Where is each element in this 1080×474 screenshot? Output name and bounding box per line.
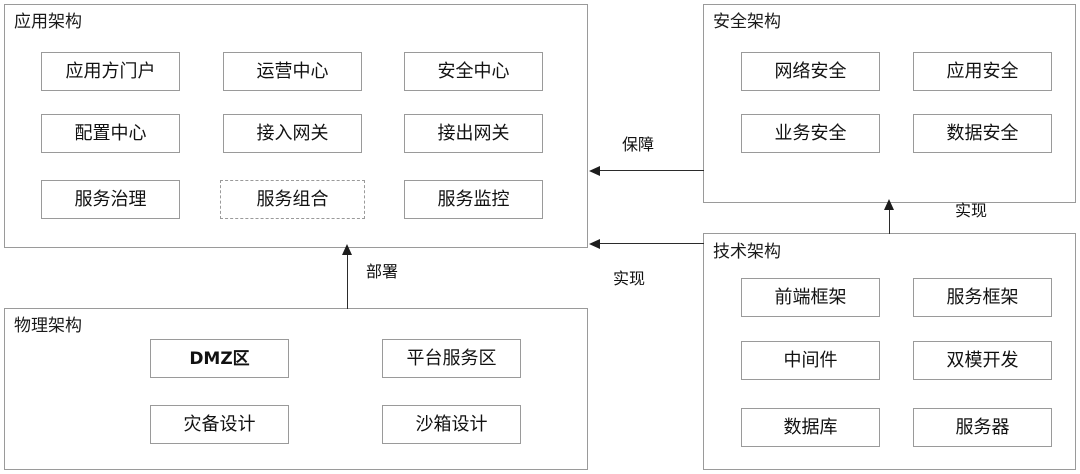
edge-technical-to-application-line xyxy=(598,243,704,244)
panel-physical-architecture xyxy=(4,308,588,470)
node-service-monitoring[interactable]: 服务监控 xyxy=(404,180,543,219)
node-operation-center[interactable]: 运营中心 xyxy=(223,52,362,91)
panel-security-architecture xyxy=(703,4,1076,203)
node-application-portal[interactable]: 应用方门户 xyxy=(41,52,180,91)
edge-security-to-application-line xyxy=(598,170,704,171)
node-security-center[interactable]: 安全中心 xyxy=(404,52,543,91)
node-sandbox-design[interactable]: 沙箱设计 xyxy=(382,405,521,444)
node-server[interactable]: 服务器 xyxy=(913,408,1052,447)
node-data-security[interactable]: 数据安全 xyxy=(913,114,1052,153)
edge-label-implement-horizontal: 实现 xyxy=(613,269,646,288)
node-network-security[interactable]: 网络安全 xyxy=(741,52,880,91)
node-service-framework[interactable]: 服务框架 xyxy=(913,278,1052,317)
edge-label-implement-vertical: 实现 xyxy=(955,201,988,220)
edge-physical-to-application-arrowhead xyxy=(342,244,352,255)
node-dmz-zone[interactable]: DMZ区 xyxy=(150,339,289,378)
edge-technical-to-security-arrowhead xyxy=(884,199,894,210)
panel-title-technical-architecture: 技术架构 xyxy=(713,242,781,262)
node-database[interactable]: 数据库 xyxy=(741,408,880,447)
edge-physical-to-application-line xyxy=(347,253,348,309)
node-middleware[interactable]: 中间件 xyxy=(741,341,880,380)
edge-label-guarantee: 保障 xyxy=(622,135,655,154)
edge-label-deploy: 部署 xyxy=(366,262,399,281)
node-frontend-framework[interactable]: 前端框架 xyxy=(741,278,880,317)
edge-technical-to-security-line xyxy=(889,208,890,234)
node-egress-gateway[interactable]: 接出网关 xyxy=(404,114,543,153)
panel-title-application-architecture: 应用架构 xyxy=(14,12,82,32)
node-business-security[interactable]: 业务安全 xyxy=(741,114,880,153)
panel-title-security-architecture: 安全架构 xyxy=(713,12,781,32)
node-service-governance[interactable]: 服务治理 xyxy=(41,180,180,219)
edge-security-to-application-arrowhead xyxy=(589,166,600,176)
node-disaster-recovery-design[interactable]: 灾备设计 xyxy=(150,405,289,444)
node-platform-service-zone[interactable]: 平台服务区 xyxy=(382,339,521,378)
node-bimodal-development[interactable]: 双模开发 xyxy=(913,341,1052,380)
node-service-composition[interactable]: 服务组合 xyxy=(220,180,365,219)
node-config-center[interactable]: 配置中心 xyxy=(41,114,180,153)
node-ingress-gateway[interactable]: 接入网关 xyxy=(223,114,362,153)
panel-title-physical-architecture: 物理架构 xyxy=(14,316,82,336)
edge-technical-to-application-arrowhead xyxy=(589,239,600,249)
node-application-security[interactable]: 应用安全 xyxy=(913,52,1052,91)
